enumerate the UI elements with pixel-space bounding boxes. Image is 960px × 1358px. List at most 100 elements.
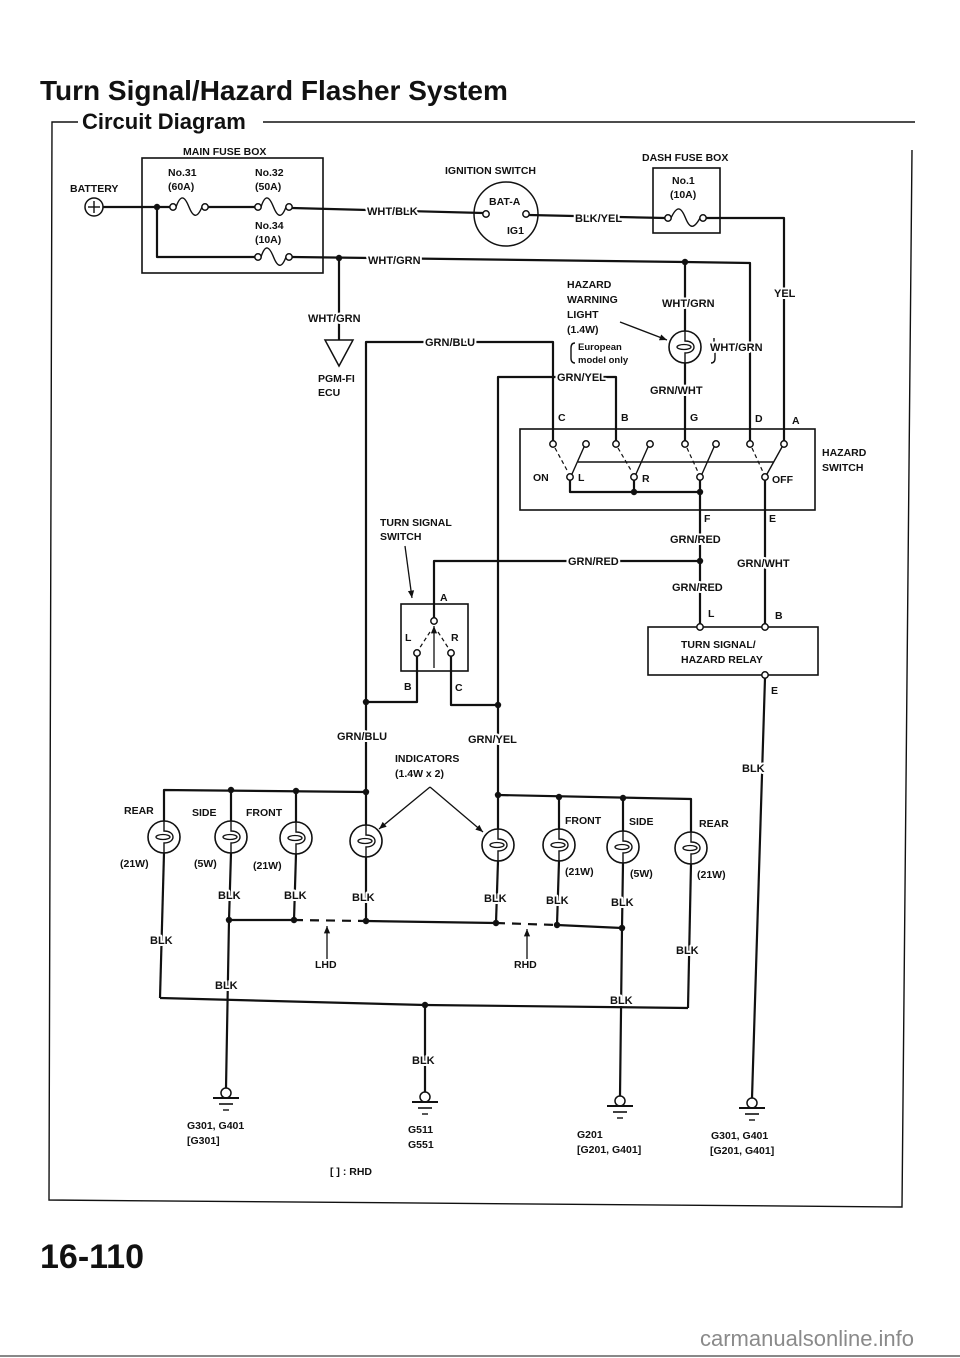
wire [494,860,500,924]
fuse-34-rating: (10A) [255,234,281,246]
wire-grn-yel [496,375,618,795]
note-bracket [570,342,716,364]
wire-grn-red-turn [432,559,700,618]
wire-turn-b [366,656,419,704]
bulb-filament-lead [163,821,174,853]
switch-blade-off [617,447,633,473]
fuse-32-number: No.32 [255,167,284,179]
blk-label-right-ground: BLK [610,995,633,1007]
turn-switch-label-2: SWITCH [380,531,421,543]
turn-terminal-c: C [455,682,463,694]
lamp-left-rear-watt: (21W) [120,858,149,870]
dash-fuse-rating: (10A) [670,189,696,201]
blk-label-left-rear: BLK [150,935,173,947]
wire-turn-c [449,656,498,707]
terminal [482,210,490,218]
terminal [254,253,262,261]
ground-2-label-b: G551 [408,1139,434,1151]
indicators-label: INDICATORS [395,753,459,765]
terminal [761,473,769,481]
hazard-on-label: ON [533,472,549,484]
wire-grn-blu [364,340,555,792]
relay-terminal-l: L [708,608,715,620]
hazard-light-note-2: model only [578,355,629,366]
hazard-switch-label-1: HAZARD [822,447,867,459]
bulb-filament [614,843,630,851]
section-title: Circuit Diagram [82,109,246,134]
turn-switch-pointer [404,545,413,599]
bulb-filament [222,833,238,841]
switch-blade-off [751,447,764,473]
lamp-right-rear-label: REAR [699,818,729,830]
bulb-filament-lead [295,822,306,854]
terminal [419,1091,431,1103]
turn-switch-label-1: TURN SIGNAL [380,517,452,529]
wire-label-wht-grn-d: WHT/GRN [710,342,763,354]
fuse-34-number: No.34 [255,220,284,232]
lamp-left-rear-label: REAR [124,805,154,817]
pgm-fi-ecu-connector [323,339,355,368]
hazard-switch-label-2: SWITCH [822,462,863,474]
arrow-head [659,334,667,341]
wire-label-grn-yel-bottom: GRN/YEL [468,734,517,746]
wire-label-grn-blu-top: GRN/BLU [425,337,475,349]
terminal [413,649,421,657]
rhd-jumper [495,921,558,927]
rhd-label: RHD [514,959,537,971]
indicators-watt: (1.4W x 2) [395,768,444,780]
fuse-icon [260,197,287,216]
switch-blade [571,446,585,475]
wire [568,480,700,494]
terminal [447,649,455,657]
lamp-right-front-label: FRONT [565,815,602,827]
lhd-jumper [293,918,367,923]
wire [155,207,255,259]
hazard-terminal-g: G [690,412,698,424]
blk-label-indicator-left: BLK [352,892,375,904]
wire-label-wht-grn-main: WHT/GRN [368,255,421,267]
main-fuse-box-label: MAIN FUSE BOX [183,146,266,158]
rhd-note: [ ] : RHD [330,1166,372,1178]
turn-switch-blade [437,631,450,650]
ignition-switch-label: IGNITION SWITCH [445,165,536,177]
bulb-filament-lead [684,331,695,363]
terminal [582,440,590,448]
wire-label-grn-red-relay: GRN/RED [672,582,723,594]
terminal [646,440,654,448]
arrow-head [430,626,438,634]
hazard-terminal-e: E [769,513,776,525]
blk-label-relay: BLK [742,763,765,775]
wire-label-grn-red-turn: GRN/RED [568,556,619,568]
turn-l-label: L [405,632,412,644]
wire-blk-relay [750,677,767,1099]
terminal [696,623,704,631]
ground-1-label: G301, G401 [187,1120,244,1132]
arrow-head [379,821,387,829]
relay-terminal-e: E [771,685,778,697]
hazard-terminal-f: F [704,513,711,525]
lamp-right-side-watt: (5W) [630,868,653,880]
wire-label-grn-red-f: GRN/RED [670,534,721,546]
junction-dot [630,488,638,496]
bulb-filament-lead [365,825,376,857]
terminal [712,440,720,448]
indicator-pointer-left [378,786,431,830]
terminal [761,671,769,679]
terminal [522,210,530,218]
wire-label-grn-wht-g: GRN/WHT [650,385,703,397]
wire-wht-grn [291,255,752,441]
terminal [430,617,438,625]
hazard-light-pointer [619,321,668,341]
bulb-filament [550,841,566,849]
wire [686,863,693,1009]
frame-border [48,121,913,1208]
wire-label-wht-blk: WHT/BLK [367,206,418,218]
wire-label-yel: YEL [774,288,796,300]
turn-terminal-a: A [440,592,448,604]
terminal [220,1087,232,1099]
bulb-filament-lead [497,829,508,861]
ground-4-rhd: [G201, G401] [710,1145,774,1157]
wiring-geometry [0,121,960,1357]
turn-signal-hazard-relay [647,626,819,676]
switch-blade [635,446,649,475]
